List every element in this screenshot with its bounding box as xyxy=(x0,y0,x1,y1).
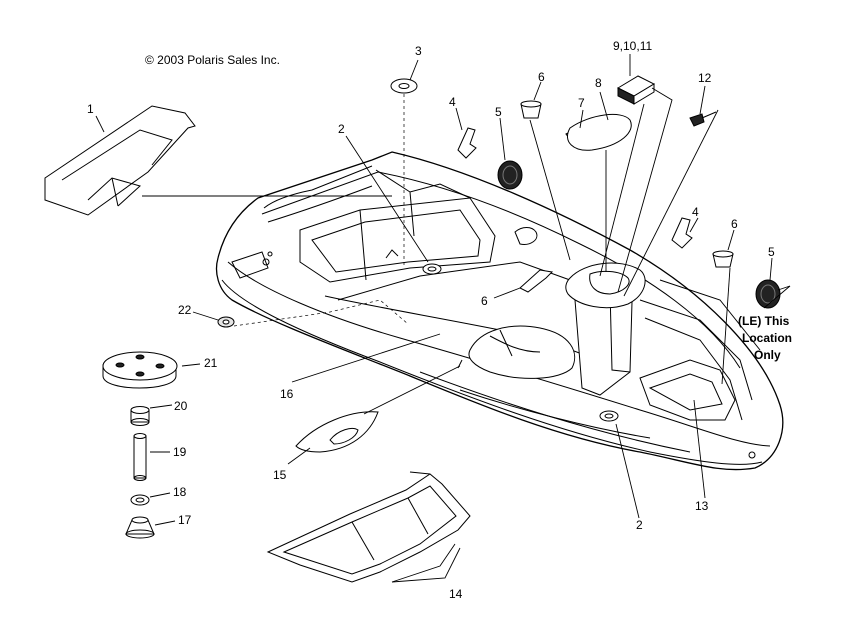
part-6-cap-upper xyxy=(520,100,542,119)
callout-8: 8 xyxy=(595,76,602,90)
part-8-plate xyxy=(567,114,632,151)
callout-6-lower: 6 xyxy=(731,217,738,231)
part-14-front-mat xyxy=(266,471,471,583)
callout-20: 20 xyxy=(174,399,188,413)
part-1-rear-mat xyxy=(44,105,196,216)
callout-21: 21 xyxy=(204,356,218,370)
callout-2-upper: 2 xyxy=(338,122,345,136)
part-6-cap-lower xyxy=(712,250,734,268)
callout-4-upper: 4 xyxy=(449,95,456,109)
callout-12: 12 xyxy=(698,71,712,85)
part-15-decal xyxy=(295,411,379,453)
part-19-post xyxy=(133,433,147,481)
callout-13: 13 xyxy=(695,499,709,513)
le-location-note: (LE) This Location Only xyxy=(738,314,792,362)
callout-4-lower: 4 xyxy=(692,205,699,219)
callout-18: 18 xyxy=(173,485,187,499)
part-5-grommet-upper xyxy=(497,160,523,190)
callout-labels: 1 2 3 4 5 6 7 8 9,10,11 12 4 6 5 6 22 21… xyxy=(87,39,775,601)
part-4-bracket-lower xyxy=(671,217,693,249)
callout-6-middle: 6 xyxy=(481,294,488,308)
callout-1: 1 xyxy=(87,102,94,116)
hull-deck xyxy=(215,151,784,471)
callout-22: 22 xyxy=(178,303,192,317)
note-line-1: (LE) This xyxy=(738,314,790,328)
note-line-2: Location xyxy=(742,331,792,345)
callout-2-lower: 2 xyxy=(636,518,643,532)
callout-19: 19 xyxy=(173,445,187,459)
part-17-base xyxy=(125,516,155,539)
callout-7: 7 xyxy=(578,96,585,110)
part-18-washer xyxy=(130,494,150,506)
callout-5-lower: 5 xyxy=(768,245,775,259)
callout-6-upper: 6 xyxy=(538,70,545,84)
callout-9-10-11: 9,10,11 xyxy=(613,39,652,53)
part-20-bushing xyxy=(130,406,150,426)
leader-lines xyxy=(95,54,791,583)
note-line-3: Only xyxy=(754,348,781,362)
part-6-latch-middle xyxy=(519,269,554,293)
part-22-nut xyxy=(217,316,235,328)
callout-5-upper: 5 xyxy=(495,105,502,119)
callout-16: 16 xyxy=(280,387,294,401)
part-3-cap xyxy=(390,78,418,94)
callout-17: 17 xyxy=(178,513,192,527)
part-4-bracket-upper xyxy=(457,127,477,159)
callout-15: 15 xyxy=(273,468,287,482)
part-5-grommet-lower xyxy=(755,279,781,309)
callout-3: 3 xyxy=(415,44,422,58)
part-9-10-11-block xyxy=(616,75,656,105)
part-21-plate xyxy=(102,351,178,389)
copyright-text: © 2003 Polaris Sales Inc. xyxy=(145,53,280,67)
part-12-screw xyxy=(689,111,717,127)
callout-14: 14 xyxy=(449,587,463,601)
